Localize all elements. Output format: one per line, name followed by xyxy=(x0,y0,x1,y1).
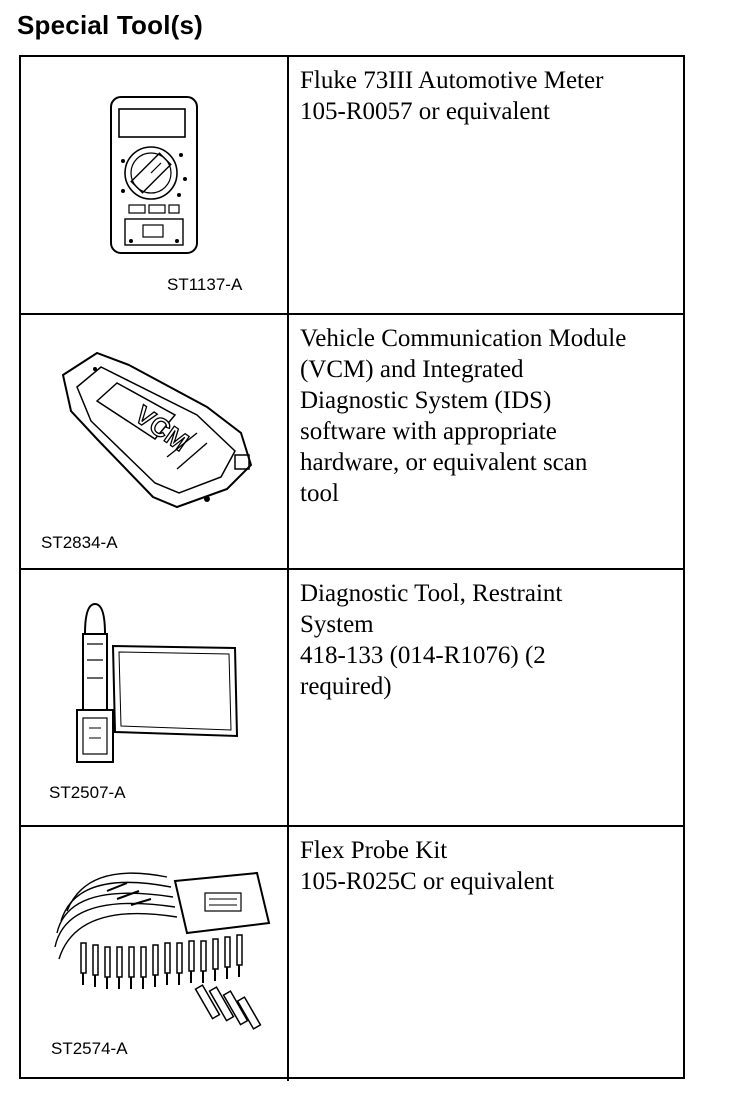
special-tools-table: ST1137-A Fluke 73III Automotive Meter 10… xyxy=(19,55,685,1081)
tool-illustration-cell: ST2507-A xyxy=(21,570,289,825)
tool-description-line: Diagnostic Tool, Restraint xyxy=(300,580,563,607)
tool-description-line: hardware, or equivalent scan xyxy=(300,449,588,476)
tool-illustration-cell: VCM ST2834-A xyxy=(21,315,289,568)
tool-code: ST1137-A xyxy=(167,275,243,294)
flex-probe-kit-icon xyxy=(54,871,271,1030)
tool-description: Fluke 73III Automotive Meter 105-R0057 o… xyxy=(289,57,685,313)
tool-code: ST2834-A xyxy=(41,533,118,552)
tool-code: ST2507-A xyxy=(49,783,126,802)
tool-illustration-cell: ST2574-A xyxy=(21,827,289,1081)
tool-description: Vehicle Communication Module (VCM) and I… xyxy=(289,315,685,568)
tool-code: ST2574-A xyxy=(51,1039,128,1058)
tool-description-line: 105-R0057 or equivalent xyxy=(300,98,550,125)
tool-description-line: software with appropriate xyxy=(300,418,557,445)
tool-description-line: required) xyxy=(300,673,392,700)
tool-description-line: tool xyxy=(300,480,339,507)
multimeter-icon xyxy=(110,96,198,254)
tool-description-line: (VCM) and Integrated xyxy=(300,356,524,383)
tool-description-line: System xyxy=(300,611,374,638)
vcm-module-icon: VCM xyxy=(61,351,253,509)
tool-description: Diagnostic Tool, Restraint System 418-13… xyxy=(289,570,685,825)
tool-description-line: 418-133 (014-R1076) (2 xyxy=(300,642,546,669)
tool-illustration-cell: ST1137-A xyxy=(21,57,289,313)
tool-row-flex-probe-kit: ST2574-A Flex Probe Kit 105-R025C or equ… xyxy=(21,827,685,1081)
tool-description-line: Vehicle Communication Module xyxy=(300,325,627,352)
tool-row-fluke-meter: ST1137-A Fluke 73III Automotive Meter 10… xyxy=(21,57,685,315)
tool-description: Flex Probe Kit 105-R025C or equivalent xyxy=(289,827,685,1081)
tool-description-line: 105-R025C or equivalent xyxy=(300,868,555,895)
tool-description-line: Fluke 73III Automotive Meter xyxy=(300,67,604,94)
restraint-diagnostic-tool-icon xyxy=(76,602,239,763)
tool-description-line: Flex Probe Kit xyxy=(300,837,448,864)
tool-description-line: Diagnostic System (IDS) xyxy=(300,387,552,414)
tool-row-restraint-tool: ST2507-A Diagnostic Tool, Restraint Syst… xyxy=(21,570,685,827)
page-title: Special Tool(s) xyxy=(17,10,203,40)
tool-row-vcm: VCM ST2834-A Vehicle Communication Modul… xyxy=(21,315,685,570)
